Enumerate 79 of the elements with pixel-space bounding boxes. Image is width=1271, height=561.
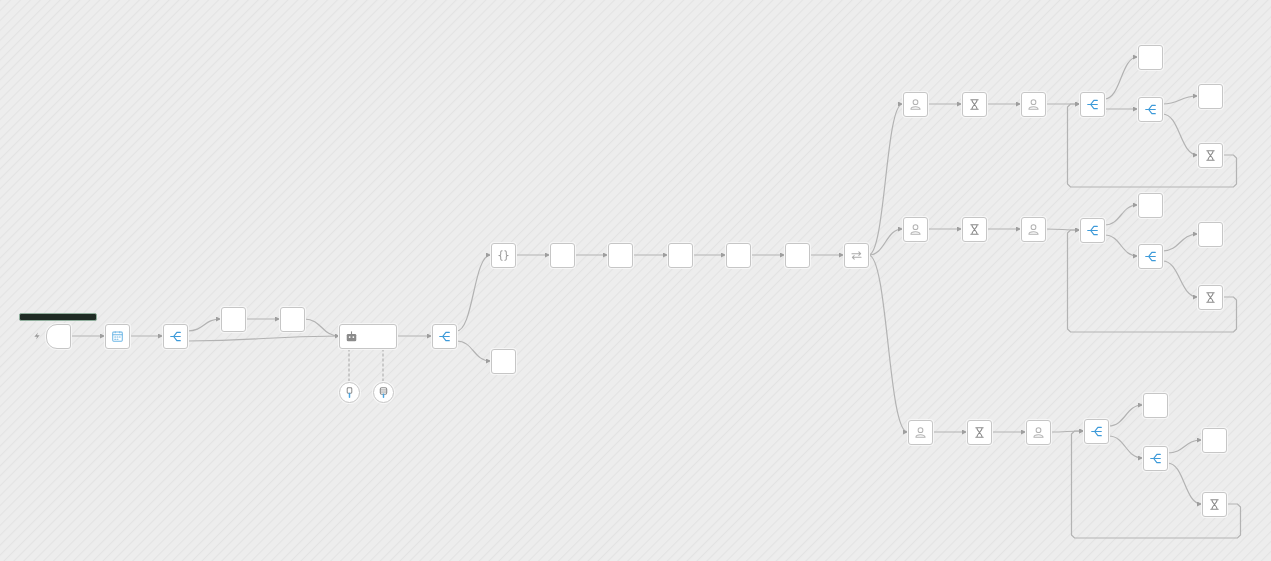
dashed-connector xyxy=(348,347,350,383)
workflow-node xyxy=(220,306,246,332)
connector-arrow xyxy=(691,252,727,258)
connector-arrow xyxy=(1103,234,1139,258)
workflow-node xyxy=(843,242,869,268)
connector-arrow xyxy=(1103,106,1139,112)
connector-arrow xyxy=(186,316,222,332)
workflow-node xyxy=(1142,392,1168,418)
connector-arrow xyxy=(990,429,1027,435)
workflow-node xyxy=(1197,284,1223,310)
connector-arrow xyxy=(303,318,340,339)
connector-arrow xyxy=(1066,101,1238,188)
connector-arrow xyxy=(985,101,1022,107)
workflow-node xyxy=(1201,491,1227,517)
workflow-node xyxy=(1020,216,1046,242)
agent-node xyxy=(339,323,397,349)
connector-arrow xyxy=(749,252,786,258)
connector-arrow xyxy=(1161,93,1199,105)
connector-arrow xyxy=(1161,231,1199,252)
connector-arrow xyxy=(128,333,164,339)
connector-arrow xyxy=(867,227,904,256)
workflow-node xyxy=(1025,419,1051,445)
workflow-node xyxy=(1137,44,1163,70)
connector-arrow xyxy=(1107,435,1144,460)
connector-arrow xyxy=(631,252,669,258)
workflow-node xyxy=(667,242,693,268)
workflow-node xyxy=(1197,221,1223,247)
workflow-node xyxy=(1079,91,1105,117)
workflow-node xyxy=(1142,445,1168,471)
connector-arrow xyxy=(931,429,968,435)
workflow-node xyxy=(490,348,516,374)
connector-arrow xyxy=(867,103,904,256)
workflow-node xyxy=(431,323,457,349)
workflow-node xyxy=(549,242,575,268)
workflow-node xyxy=(907,419,933,445)
workflow-node xyxy=(104,323,130,349)
connector-arrow xyxy=(455,340,492,364)
trigger-node xyxy=(45,323,71,349)
workflow-node xyxy=(279,306,305,332)
connector-arrow xyxy=(514,252,551,258)
connector-arrow xyxy=(1107,403,1144,427)
connector-arrow xyxy=(1166,437,1203,454)
workflow-node xyxy=(1083,418,1109,444)
connector-arrow xyxy=(867,254,909,433)
workflow-node xyxy=(902,216,928,242)
workflow-node xyxy=(902,91,928,117)
connector-arrow xyxy=(926,101,963,107)
connector-arrow xyxy=(1161,113,1199,157)
connector-arrow xyxy=(808,252,845,258)
connector-arrow xyxy=(926,226,963,232)
dashed-connector xyxy=(382,347,384,383)
workflow-node xyxy=(961,216,987,242)
connector-arrow xyxy=(244,316,281,322)
workflow-node xyxy=(1137,243,1163,269)
workflow-node xyxy=(1137,96,1163,122)
workflow-node xyxy=(961,91,987,117)
workflow-node xyxy=(1201,427,1227,453)
connector-arrow xyxy=(1070,428,1242,539)
workflow-node xyxy=(1079,217,1105,243)
workflow-node xyxy=(1197,83,1223,109)
connector-arrow xyxy=(1066,227,1238,333)
workflow-node xyxy=(784,242,810,268)
workflow-node xyxy=(490,242,516,268)
workflow-node xyxy=(1137,192,1163,218)
workflow-node xyxy=(162,323,188,349)
connector-arrow xyxy=(1166,462,1203,506)
workflow-node xyxy=(1020,91,1046,117)
connector-arrow xyxy=(1103,203,1139,226)
workflow-node xyxy=(966,419,992,445)
workflow-node xyxy=(1197,142,1223,168)
connector-arrow xyxy=(455,254,492,332)
connector-arrow xyxy=(1161,260,1199,299)
workflow-node xyxy=(725,242,751,268)
connector-arrow xyxy=(69,333,106,339)
connector-arrow xyxy=(573,252,609,258)
connector-arrow xyxy=(985,226,1022,232)
workflow-node xyxy=(607,242,633,268)
connector-arrow xyxy=(1103,55,1139,100)
connector-arrow xyxy=(396,333,433,339)
